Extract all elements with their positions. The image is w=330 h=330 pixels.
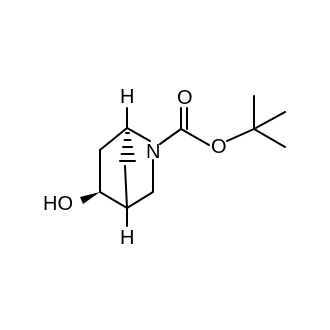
bold-wedge-bond <box>80 192 100 204</box>
atom-nitrogen: N <box>146 141 160 163</box>
bond-c7-c4 <box>124 165 128 209</box>
bond-layer <box>80 95 286 227</box>
atom-h-top: H <box>120 86 134 108</box>
bond-c1-n <box>126 127 151 142</box>
atom-carbonyl-oxygen: O <box>177 87 193 109</box>
atom-hydroxyl: HO <box>43 193 73 215</box>
atom-ester-oxygen: O <box>211 136 227 158</box>
bond-cq-methyl-right-up <box>253 111 286 130</box>
bond-n-carbonyl <box>159 128 182 145</box>
bond-ester-o-cq <box>226 128 255 142</box>
hashed-wedge-bond <box>119 132 136 162</box>
bond-cq-methyl-right-down <box>253 128 286 148</box>
bond-c4-c5 <box>99 191 128 209</box>
atom-label-layer: H N O O HO H <box>43 86 227 249</box>
atom-h-bottom: H <box>120 227 134 249</box>
bond-c6-c1 <box>99 127 128 151</box>
bond-c3-c4 <box>126 191 154 209</box>
bond-carbonyl-ester-o <box>180 128 210 146</box>
